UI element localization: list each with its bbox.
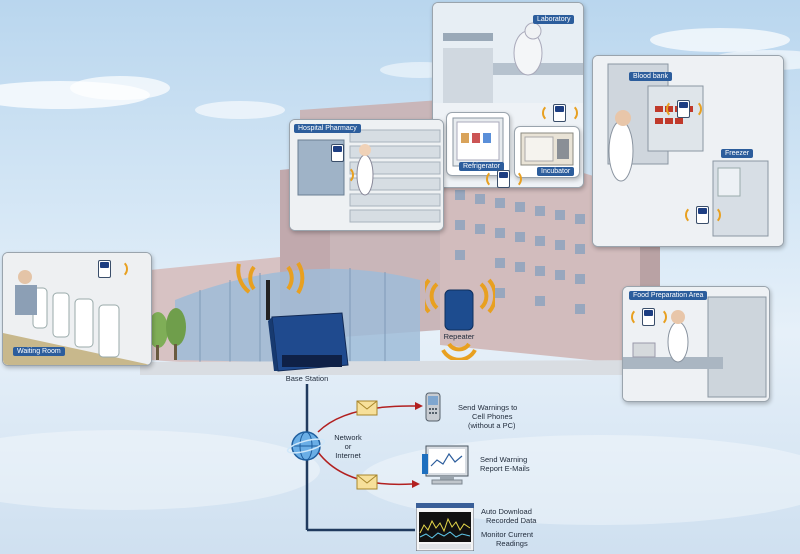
- signal-waves-icon: [542, 104, 560, 122]
- network-label: Network or Internet: [326, 433, 370, 460]
- email-warning-label: Send Warning Report E-Mails: [480, 455, 570, 473]
- cell-phone-icon: [425, 392, 441, 422]
- envelope-icon: [356, 474, 378, 490]
- monitor-readings-label: Monitor Current Readings: [481, 530, 571, 548]
- freezer-label: Freezer: [721, 149, 754, 158]
- monitor-readings-line1: Monitor Current: [481, 530, 534, 539]
- signal-waves-icon: [649, 308, 667, 326]
- hospital-pharmacy-label: Hospital Pharmacy: [294, 124, 361, 133]
- signal-waves-icon: [666, 100, 684, 118]
- signal-waves-icon: [336, 166, 354, 184]
- pharmacy-scene: [290, 120, 443, 230]
- network-label-line3: Internet: [335, 451, 361, 460]
- refrigerator-scene: [452, 117, 504, 167]
- globe-icon: [286, 431, 326, 461]
- signal-waves-icon: [486, 170, 504, 188]
- auto-download-line2: Recorded Data: [486, 516, 537, 525]
- waiting-room-label: Waiting Room: [13, 347, 65, 356]
- network-label-line2: or: [344, 442, 352, 451]
- hospital-pharmacy-callout: Hospital Pharmacy: [289, 119, 444, 231]
- incubator-label: Incubator: [537, 167, 575, 176]
- cell-warnings-line2: Cell Phones: [472, 412, 513, 421]
- signal-waves-icon: [560, 104, 578, 122]
- refrigerator-label: Refrigerator: [459, 162, 504, 171]
- email-warning-line2: Report E-Mails: [480, 464, 530, 473]
- laboratory-label: Laboratory: [533, 15, 575, 24]
- blood-bank-label: Blood bank: [629, 72, 673, 81]
- envelope-icon: [356, 400, 378, 416]
- signal-waves-icon: [110, 260, 128, 278]
- cell-warnings-line1: Send Warnings to: [458, 403, 518, 412]
- signal-waves-icon: [631, 308, 649, 326]
- signal-waves-icon: [703, 206, 721, 224]
- cell-warnings-label: Send Warnings to Cell Phones (without a …: [458, 403, 568, 430]
- signal-waves-icon: [685, 206, 703, 224]
- refrigerator-callout: Refrigerator: [446, 112, 510, 176]
- incubator-scene: [520, 132, 574, 166]
- food-preparation-label: Food Preparation Area: [629, 291, 708, 300]
- monitor-icon: [422, 445, 469, 485]
- pharmacy-logger-icon: [331, 144, 344, 162]
- repeater-icon: [425, 278, 495, 360]
- monitor-readings-line2: Readings: [496, 539, 528, 548]
- network-label-line1: Network: [334, 433, 362, 442]
- software-screenshot: [416, 503, 474, 551]
- auto-download-label: Auto Download Recorded Data: [481, 507, 571, 525]
- incubator-callout: Incubator: [514, 126, 580, 178]
- base-station-label: Base Station: [285, 374, 329, 383]
- email-warning-line1: Send Warning: [480, 455, 528, 464]
- auto-download-line1: Auto Download: [481, 507, 532, 516]
- cell-warnings-line3: (without a PC): [468, 421, 516, 430]
- food-prep-scene: [623, 287, 769, 401]
- food-preparation-callout: Food Preparation Area: [622, 286, 770, 402]
- signal-waves-icon: [504, 170, 522, 188]
- base-station-icon: [236, 261, 349, 372]
- signal-waves-icon: [684, 100, 702, 118]
- repeater-label: Repeater: [443, 332, 475, 341]
